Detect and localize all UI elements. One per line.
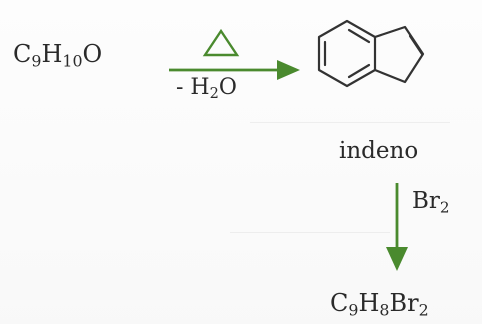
indene-structure xyxy=(317,19,425,88)
bromine-reagent: Br2 xyxy=(412,188,450,217)
product-name: indeno xyxy=(339,138,419,164)
scan-artifact-line xyxy=(230,232,390,233)
final-product-formula: C9H8Br2 xyxy=(330,289,429,320)
reactant-formula: C9H10O xyxy=(13,40,103,71)
reaction-arrow-vertical xyxy=(386,183,408,271)
water-loss-label: - H2O xyxy=(176,75,237,103)
heat-triangle-icon xyxy=(202,28,240,57)
reaction-arrow-horizontal xyxy=(169,60,300,80)
scan-artifact-line xyxy=(250,122,450,123)
